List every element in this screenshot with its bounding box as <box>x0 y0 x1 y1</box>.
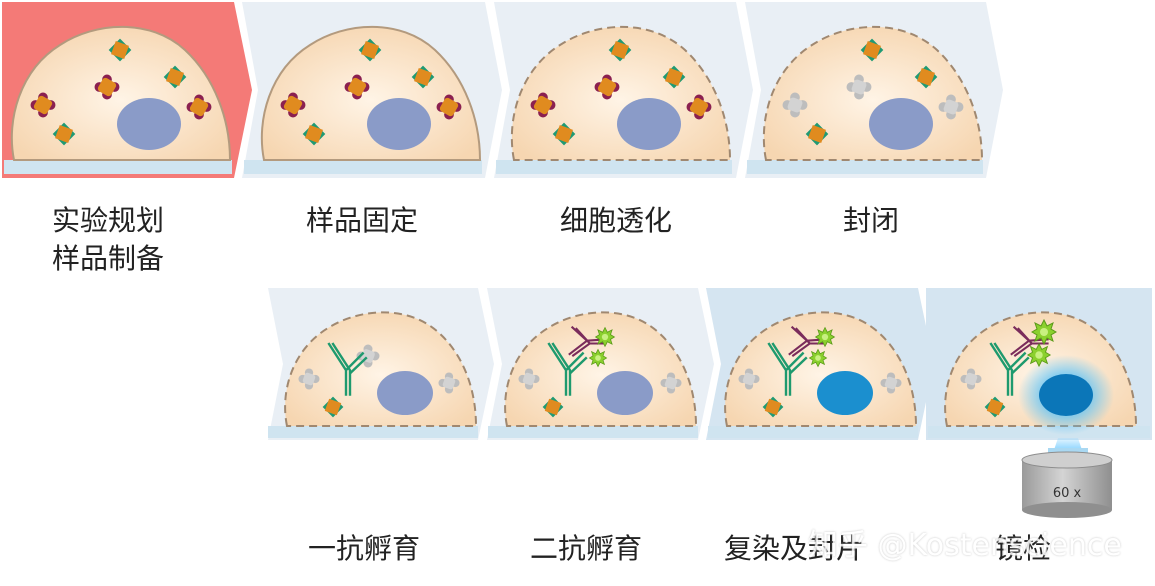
step-label-microscopy: 镜检 <box>995 532 1052 565</box>
panel-fixation <box>242 2 502 178</box>
step-label-permeabilization: 细胞透化 <box>560 204 673 237</box>
panel-permeabilization <box>494 2 753 178</box>
nucleus <box>377 371 433 415</box>
fluorophore-icon <box>809 349 827 367</box>
fluorophore-icon <box>1027 343 1051 367</box>
fluorophore-icon <box>1031 319 1057 345</box>
stained-nucleus <box>817 371 873 415</box>
panel-blocking <box>745 2 1003 178</box>
fluorophore-icon <box>595 327 615 347</box>
step-label-blocking: 封闭 <box>843 204 900 237</box>
nucleus <box>617 98 681 150</box>
nucleus <box>117 98 181 150</box>
panel-counterstain-mount <box>706 288 934 440</box>
panel-microscopy <box>926 288 1152 518</box>
fluorophore-icon <box>589 349 607 367</box>
step-label-secondary-antibody: 二抗孵育 <box>530 532 643 565</box>
panel-secondary-antibody <box>487 288 714 440</box>
step-label-counterstain-mount: 复染及封片 <box>724 532 865 565</box>
step-label-sample-prep: 实验规划 样品制备 <box>52 204 165 275</box>
panel-sample-prep <box>2 2 252 178</box>
watermark: 知乎 @Kostenscience <box>808 528 1122 563</box>
step-label-primary-antibody: 一抗孵育 <box>308 532 421 565</box>
objective-magnification: 60 x <box>1053 486 1082 501</box>
fluorophore-icon <box>815 327 835 347</box>
step-label-fixation: 样品固定 <box>306 204 419 237</box>
nucleus <box>869 98 933 150</box>
stained-nucleus <box>1039 374 1093 416</box>
nucleus <box>367 98 431 150</box>
panel-primary-antibody <box>268 288 494 440</box>
objective-icon <box>1021 451 1113 518</box>
nucleus <box>597 371 653 415</box>
light-beam <box>1054 438 1082 450</box>
